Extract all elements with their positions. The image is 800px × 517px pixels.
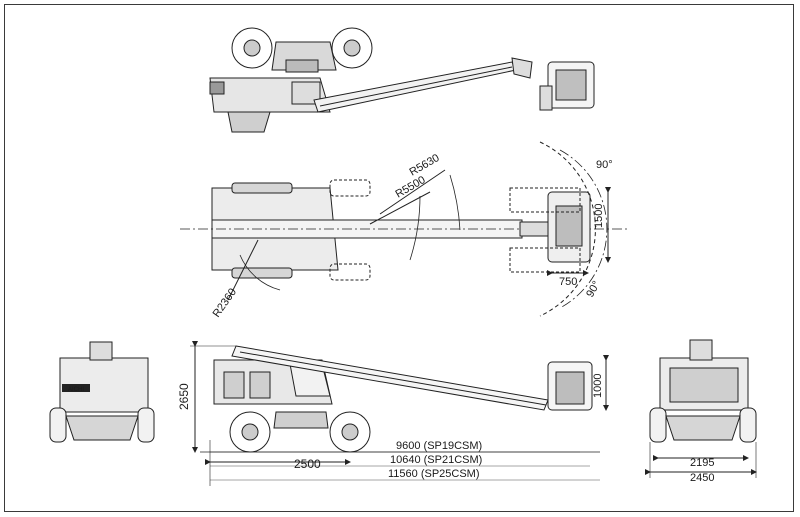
dim-angle-bottom: 90° (584, 279, 603, 299)
dim-length-sp25: 11560 (SP25CSM) (388, 468, 480, 480)
dim-radius-outer: R5630 (408, 152, 442, 179)
dim-platform-depth: 750 (559, 276, 577, 288)
dim-platform-width: 1500 (593, 204, 605, 228)
dim-track-width: 2195 (690, 457, 714, 469)
dim-length-sp21: 10640 (SP21CSM) (390, 454, 482, 466)
rear-view: AICHI (49, 341, 155, 443)
dim-wheelbase: 2500 (294, 457, 321, 471)
wheel-right-side (329, 411, 371, 453)
dim-platform-height: 1000 (592, 374, 604, 398)
dim-radius-tail: R2360 (211, 286, 239, 319)
side-view-stowed (190, 341, 609, 486)
dim-stowed-height: 2650 (177, 383, 191, 410)
brand-badge: AICHI (68, 387, 84, 393)
plan-view (180, 141, 630, 317)
wheel-right-top (331, 27, 373, 69)
dim-length-sp19: 9600 (SP19CSM) (396, 440, 482, 452)
top-view-elevated (209, 27, 595, 133)
wheel-left-side (229, 411, 271, 453)
wheel-left-top (231, 27, 273, 69)
dim-overall-width: 2450 (690, 472, 714, 484)
dim-angle-top: 90° (596, 159, 613, 171)
front-view (645, 339, 757, 478)
dim-radius-inner: R5500 (394, 174, 428, 201)
drawing-frame (4, 4, 794, 512)
